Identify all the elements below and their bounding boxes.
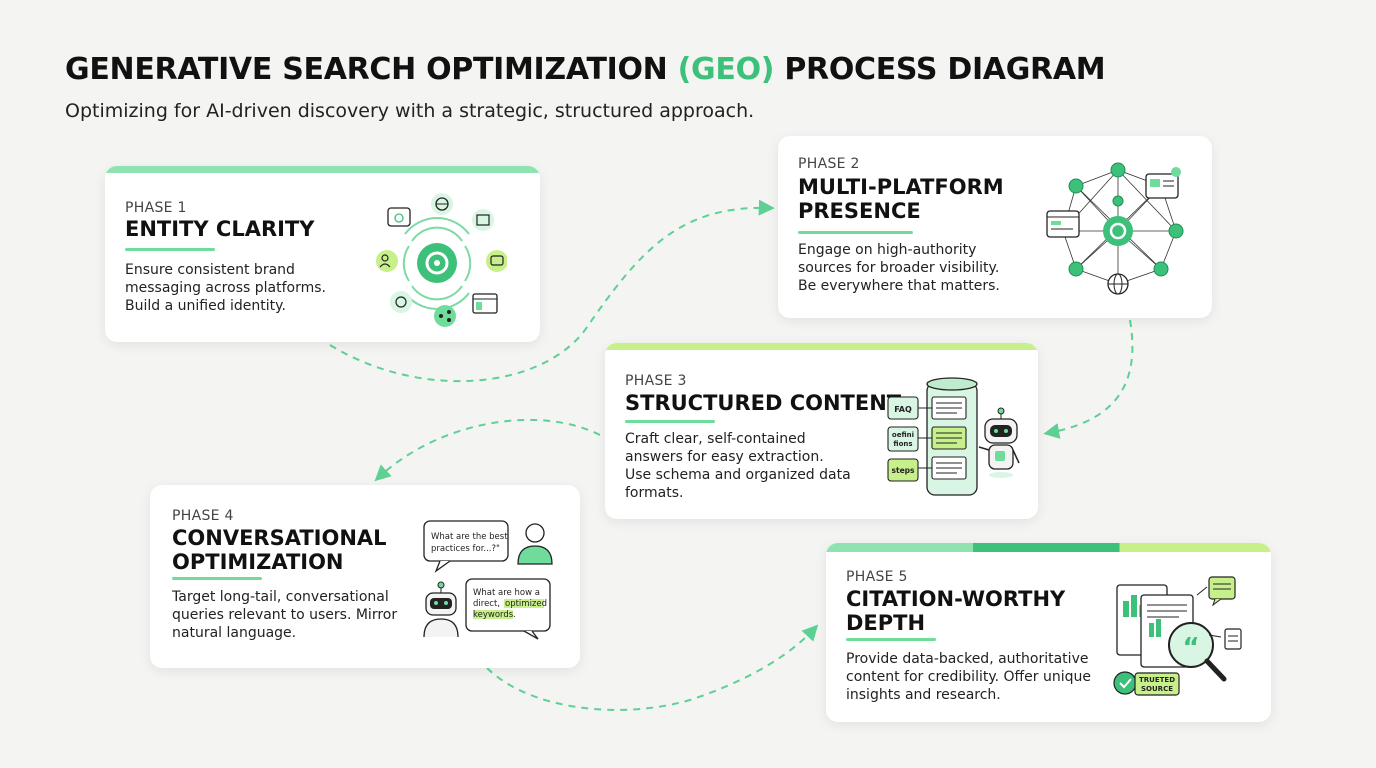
badge-line-1: TRUETED xyxy=(1139,676,1175,684)
bot-bubble-period: . xyxy=(513,610,516,620)
chat-doc-icon xyxy=(1208,576,1236,607)
title-underline xyxy=(846,638,936,641)
file-icon xyxy=(1224,628,1242,650)
phase-title: STRUCTURED CONTENT xyxy=(625,391,902,415)
page-title: GENERATIVE SEARCH OPTIMIZATION (GEO) PRO… xyxy=(65,52,1106,87)
tag-faq: FAQ xyxy=(887,396,919,420)
title-underline xyxy=(125,248,215,251)
phase-label: PHASE 2 xyxy=(798,156,860,172)
tag-def-text-2: fions xyxy=(893,440,912,448)
phase-label: PHASE 1 xyxy=(125,200,187,216)
browser-icon xyxy=(387,207,411,227)
tag-faq-text: FAQ xyxy=(894,405,912,414)
share-icon xyxy=(434,305,456,327)
title-accent: (GEO) xyxy=(677,52,775,87)
person-icon xyxy=(517,523,553,565)
page-subtitle: Optimizing for AI-driven discovery with … xyxy=(65,100,755,122)
network-illustration xyxy=(1046,162,1184,295)
title-underline xyxy=(625,420,715,423)
user-icon xyxy=(376,250,398,272)
magnifier-icon: “ xyxy=(1168,622,1227,682)
robot-icon xyxy=(423,581,459,638)
title-underline xyxy=(172,577,262,580)
bot-bubble-highlight-1: optimized xyxy=(505,599,547,609)
store-icon xyxy=(472,209,494,231)
badge-line-2: SOURCE xyxy=(1141,685,1173,693)
document-icon xyxy=(1145,167,1181,199)
user-bubble-line-1: What are the best xyxy=(431,532,508,542)
user-bubble: What are the best practices for...?" xyxy=(423,520,509,573)
layout-icon xyxy=(472,293,498,314)
tag-def-text-1: oefini xyxy=(892,431,914,439)
trusted-source-badge: TRUETED SOURCE xyxy=(1113,671,1180,696)
phase-label: PHASE 3 xyxy=(625,373,687,389)
chat-icon xyxy=(486,250,507,272)
bot-bubble: What are how a direct, optimized keyword… xyxy=(465,578,551,640)
phase-1-card: PHASE 1 ENTITY CLARITY Ensure consistent… xyxy=(105,166,540,342)
svg-text:“: “ xyxy=(1182,633,1199,663)
tag-steps-text: steps xyxy=(892,466,916,475)
card-accent-bar xyxy=(105,166,540,173)
user-bubble-line-2: practices for...?" xyxy=(431,544,500,554)
browser-icon xyxy=(1046,210,1080,238)
phase-label: PHASE 4 xyxy=(172,508,234,524)
card-accent-bar xyxy=(605,343,1038,350)
citation-illustration: “ TRUETED SOURCE xyxy=(1113,576,1242,696)
conversation-illustration: What are the best practices for...?" Wha… xyxy=(423,520,553,640)
tag-steps: steps xyxy=(887,458,919,482)
phase-title: ENTITY CLARITY xyxy=(125,217,315,241)
title-underline xyxy=(798,231,913,234)
bot-bubble-word-1: direct, xyxy=(473,599,500,609)
bot-bubble-highlight-2: keywords xyxy=(473,610,514,620)
robot-icon xyxy=(978,407,1020,478)
arrow-3-to-4 xyxy=(374,418,601,482)
card-accent-bar xyxy=(826,543,1271,552)
phase-label: PHASE 5 xyxy=(846,569,908,585)
bot-bubble-line-1: What are how a xyxy=(473,588,540,598)
comment-icon xyxy=(390,291,412,313)
globe-icon xyxy=(1107,273,1129,295)
globe-icon xyxy=(431,193,453,215)
entity-hub-illustration xyxy=(376,193,507,327)
arrow-2-to-3 xyxy=(1043,319,1134,439)
phase-3-card: PHASE 3 STRUCTURED CONTENT Craft clear, … xyxy=(605,343,1038,519)
